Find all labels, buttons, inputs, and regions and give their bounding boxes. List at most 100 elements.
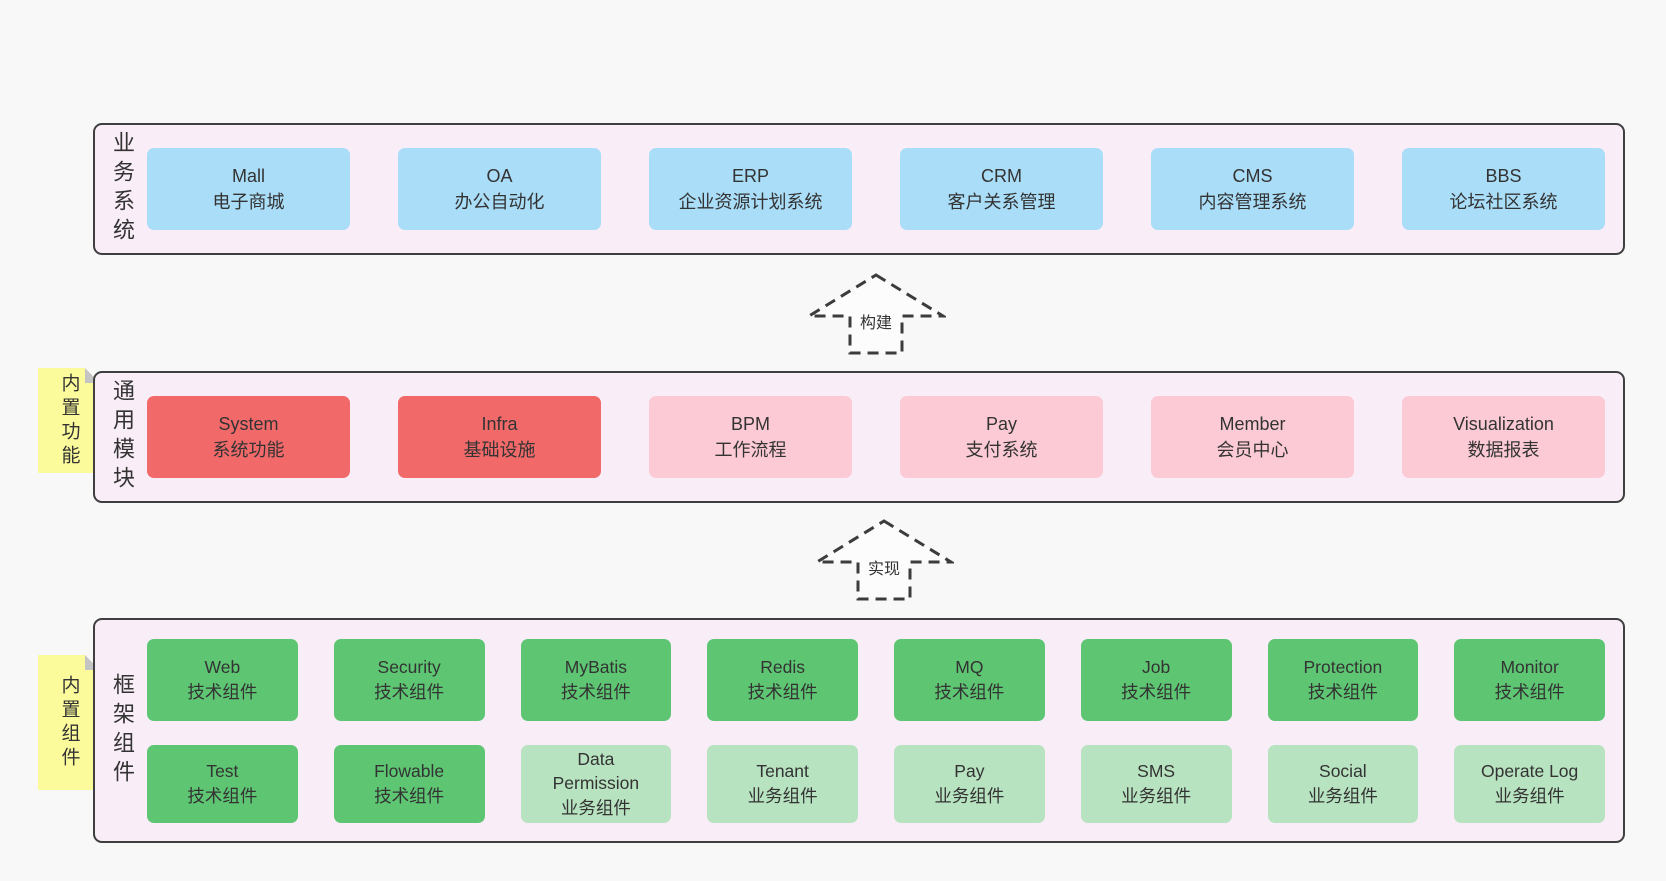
- box-subtitle: 支付系统: [965, 440, 1038, 460]
- box-subtitle: 数据报表: [1467, 440, 1540, 460]
- box-subtitle: 会员中心: [1216, 440, 1289, 460]
- framework-components-grid: Web 技术组件 Security 技术组件 MyBatis 技术组件 Redi…: [147, 638, 1605, 823]
- box-subtitle: 技术组件: [187, 785, 258, 806]
- box-subtitle: 客户关系管理: [947, 192, 1056, 212]
- box-title: Web: [204, 657, 241, 677]
- box-subtitle: 技术组件: [187, 681, 258, 702]
- box-subtitle: 技术组件: [374, 785, 445, 806]
- box-subtitle: 技术组件: [1121, 681, 1192, 702]
- box-title: Test: [206, 761, 239, 781]
- box-title: Flowable: [374, 761, 445, 781]
- sticky-note-label: 内置功能: [58, 372, 80, 469]
- box-subtitle: 技术组件: [934, 681, 1005, 702]
- box-subtitle: 业务组件: [747, 785, 818, 806]
- box-title: System: [218, 413, 279, 434]
- box-title: Redis: [760, 657, 805, 677]
- arrow-build: 构建: [806, 272, 946, 356]
- box-subtitle: 业务组件: [560, 797, 631, 818]
- layer-panel-common-modules: 通用模块 System 系统功能 Infra 基础设施 BPM 工作流程 Pay…: [93, 371, 1625, 503]
- box-mq: MQ 技术组件: [894, 638, 1045, 721]
- box-subtitle: 技术组件: [1494, 681, 1565, 702]
- common-modules-boxes: System 系统功能 Infra 基础设施 BPM 工作流程 Pay 支付系统…: [147, 396, 1605, 478]
- box-subtitle: 技术组件: [374, 681, 445, 702]
- box-subtitle: 业务组件: [1121, 785, 1192, 806]
- box-tenant: Tenant 业务组件: [707, 744, 858, 823]
- box-infra: Infra 基础设施: [398, 396, 601, 478]
- box-title: MyBatis: [564, 657, 627, 677]
- box-job: Job 技术组件: [1080, 638, 1232, 721]
- box-title: SMS: [1137, 761, 1176, 781]
- box-title: CRM: [981, 165, 1022, 186]
- box-title: Pay: [954, 761, 985, 781]
- box-title: Security: [377, 657, 441, 677]
- sticky-note-builtin-features: 内置功能: [38, 368, 100, 473]
- components-row-1: Web 技术组件 Security 技术组件 MyBatis 技术组件 Redi…: [147, 638, 1605, 721]
- box-erp: ERP 企业资源计划系统: [649, 148, 852, 230]
- box-subtitle: 系统功能: [212, 440, 285, 460]
- sticky-note-builtin-components: 内置组件: [38, 655, 100, 790]
- box-title: BPM: [730, 413, 770, 434]
- layer-label: 业务系统: [110, 131, 135, 247]
- box-subtitle: 业务组件: [934, 785, 1005, 806]
- box-title: Monitor: [1500, 657, 1559, 677]
- box-visualization: Visualization 数据报表: [1402, 396, 1605, 478]
- box-subtitle: 基础设施: [463, 440, 536, 460]
- box-mall: Mall 电子商城: [147, 148, 350, 230]
- box-title: Protection: [1303, 657, 1383, 677]
- box-subtitle: 电子商城: [212, 192, 285, 212]
- box-subtitle: 内容管理系统: [1198, 192, 1307, 212]
- components-row-2: Test 技术组件 Flowable 技术组件 Data Permission …: [147, 744, 1605, 823]
- box-title: Infra: [481, 413, 518, 434]
- box-subtitle: 业务组件: [1494, 785, 1565, 806]
- box-subtitle: 办公自动化: [454, 192, 545, 212]
- box-data-permission: Data Permission 业务组件: [520, 744, 672, 823]
- box-bbs: BBS 论坛社区系统: [1402, 148, 1605, 230]
- box-test: Test 技术组件: [147, 744, 298, 823]
- layer-panel-framework-components: 框架组件 Web 技术组件 Security 技术组件 MyBatis 技术组件…: [93, 618, 1625, 843]
- box-protection: Protection 技术组件: [1267, 638, 1419, 721]
- box-crm: CRM 客户关系管理: [900, 148, 1103, 230]
- box-title: CMS: [1232, 165, 1273, 186]
- box-system: System 系统功能: [147, 396, 350, 478]
- arrow-build-label: 构建: [855, 308, 897, 334]
- arrow-implement-label: 实现: [863, 554, 905, 580]
- layer-panel-business-systems: 业务系统 Mall 电子商城 OA 办公自动化 ERP 企业资源计划系统 CRM…: [93, 123, 1625, 255]
- layer-label: 框架组件: [110, 672, 135, 789]
- box-subtitle: 论坛社区系统: [1449, 192, 1558, 212]
- box-subtitle: 企业资源计划系统: [678, 192, 823, 212]
- box-title: MQ: [955, 657, 984, 677]
- box-title: Visualization: [1453, 413, 1554, 434]
- layer-label: 通用模块: [110, 379, 135, 495]
- box-title: Operate Log: [1480, 761, 1579, 781]
- box-monitor: Monitor 技术组件: [1454, 638, 1605, 721]
- box-bpm: BPM 工作流程: [649, 396, 852, 478]
- box-title: Social: [1319, 761, 1367, 781]
- box-subtitle: 技术组件: [1307, 681, 1378, 702]
- box-web: Web 技术组件: [147, 638, 298, 721]
- box-title: Tenant: [756, 761, 809, 781]
- box-subtitle: 技术组件: [747, 681, 818, 702]
- business-systems-boxes: Mall 电子商城 OA 办公自动化 ERP 企业资源计划系统 CRM 客户关系…: [147, 148, 1605, 230]
- box-operate-log: Operate Log 业务组件: [1454, 744, 1605, 823]
- box-title: Mall: [231, 165, 265, 186]
- box-member: Member 会员中心: [1151, 396, 1354, 478]
- box-title: Data Permission: [552, 748, 640, 794]
- box-social: Social 业务组件: [1267, 744, 1419, 823]
- box-oa: OA 办公自动化: [398, 148, 601, 230]
- box-pay-component: Pay 业务组件: [894, 744, 1045, 823]
- box-title: Member: [1219, 413, 1286, 434]
- box-sms: SMS 业务组件: [1080, 744, 1232, 823]
- box-security: Security 技术组件: [333, 638, 485, 721]
- arrow-implement: 实现: [814, 518, 954, 602]
- box-flowable: Flowable 技术组件: [333, 744, 485, 823]
- box-subtitle: 技术组件: [560, 681, 631, 702]
- box-title: ERP: [731, 165, 769, 186]
- box-title: Job: [1142, 657, 1171, 677]
- box-subtitle: 业务组件: [1307, 785, 1378, 806]
- box-mybatis: MyBatis 技术组件: [520, 638, 672, 721]
- box-redis: Redis 技术组件: [707, 638, 858, 721]
- box-subtitle: 工作流程: [714, 440, 787, 460]
- box-pay: Pay 支付系统: [900, 396, 1103, 478]
- box-cms: CMS 内容管理系统: [1151, 148, 1354, 230]
